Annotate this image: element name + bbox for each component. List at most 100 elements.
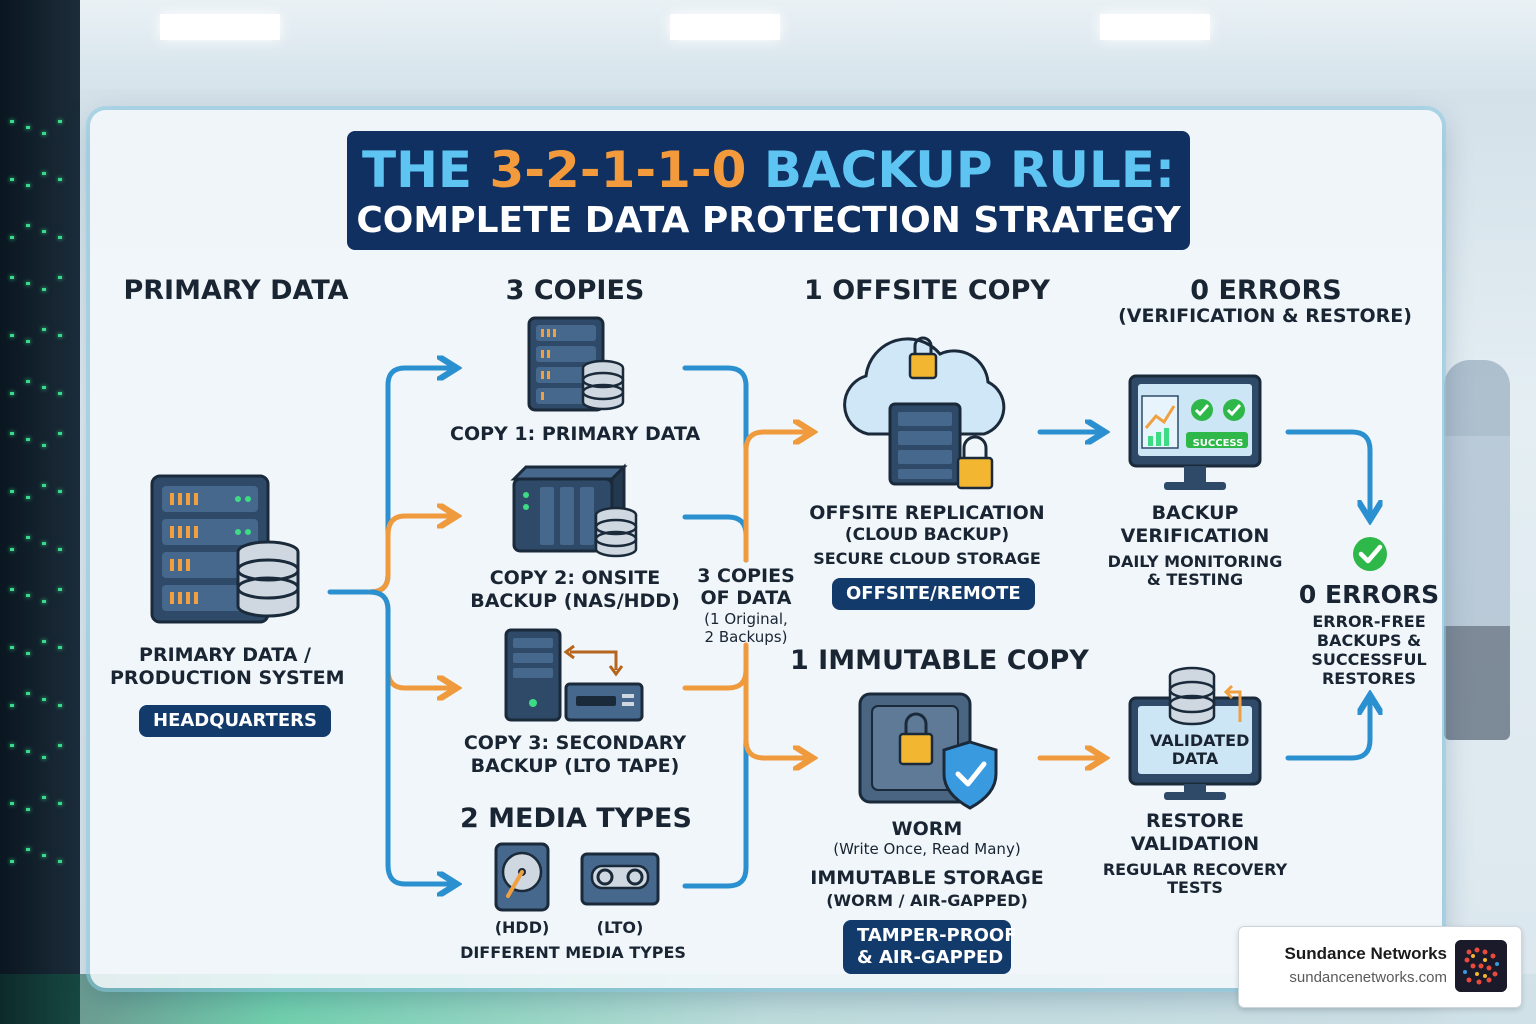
rack-light	[58, 276, 62, 279]
lto-tape-icon	[580, 852, 660, 906]
rack-light	[10, 744, 14, 747]
rack-light	[26, 184, 30, 187]
rack-light	[10, 588, 14, 591]
copies-summary-line1: 3 COPIES	[697, 565, 795, 587]
validated-line1: VALIDATED	[1150, 731, 1250, 750]
brand-card[interactable]: Sundance Networks sundancenetworks.com	[1238, 926, 1522, 1008]
ceiling-light	[160, 14, 280, 40]
validated-line2: DATA	[1171, 749, 1219, 768]
rack-light	[10, 802, 14, 805]
rack-light	[58, 802, 62, 805]
rack-light	[42, 640, 46, 643]
rack-light	[10, 236, 14, 239]
rack-light	[26, 808, 30, 811]
rack-light	[42, 132, 46, 135]
rack-light	[26, 594, 30, 597]
arrow-primary-to-media	[367, 589, 452, 884]
arrow-verification-to-result	[1285, 429, 1370, 515]
page-title: THE 3-2-1-1-0 BACKUP RULE:	[361, 141, 1176, 199]
rack-light	[58, 588, 62, 591]
rack-light	[10, 178, 14, 181]
rack-light	[10, 120, 14, 123]
bracket-media	[682, 647, 749, 889]
ceiling-light	[1100, 14, 1210, 40]
rack-light	[26, 126, 30, 129]
bracket-copy1	[682, 365, 749, 563]
brand-logo-icon	[1455, 940, 1507, 992]
arrow-primary-to-copy1	[327, 368, 452, 595]
offsite-badge: OFFSITE/REMOTE	[832, 578, 1035, 610]
restore-monitor-icon	[1128, 666, 1262, 800]
rack-light	[42, 230, 46, 233]
hdd-label: (HDD)	[494, 918, 550, 937]
rack-light	[58, 548, 62, 551]
rack-light	[42, 484, 46, 487]
result-header: 0 ERRORS	[1298, 580, 1440, 609]
rack-light	[58, 392, 62, 395]
verification-line3: DAILY MONITORING	[1107, 552, 1283, 571]
rack-light	[42, 288, 46, 291]
headquarters-badge: HEADQUARTERS	[139, 705, 331, 737]
rack-light	[10, 646, 14, 649]
lto-label: (LTO)	[596, 918, 644, 937]
rack-light	[42, 386, 46, 389]
arrow-primary-to-copy2	[367, 516, 452, 595]
rack-light	[10, 704, 14, 707]
rack-light	[42, 756, 46, 759]
offsite-line2: (CLOUD BACKUP)	[844, 525, 1010, 545]
restore-line1: RESTORE	[1145, 810, 1244, 832]
primary-server-icon	[150, 474, 300, 624]
vault-shield-icon	[858, 692, 998, 810]
rack-light	[26, 282, 30, 285]
errors-subheader: (VERIFICATION & RESTORE)	[1118, 305, 1412, 327]
rack-light	[58, 646, 62, 649]
copies-header: 3 COPIES	[505, 275, 645, 306]
rack-light	[26, 224, 30, 227]
rack-light	[42, 796, 46, 799]
copies-summary-line4: 2 Backups)	[704, 628, 788, 646]
rack-light	[58, 744, 62, 747]
offsite-line3: SECURE CLOUD STORAGE	[813, 549, 1041, 568]
primary-label-line1: PRIMARY DATA /	[139, 644, 311, 666]
rack-light	[10, 392, 14, 395]
page-subtitle: COMPLETE DATA PROTECTION STRATEGY	[356, 200, 1181, 241]
copy1-server-icon	[527, 316, 625, 412]
copy3-tape-icon	[504, 628, 644, 722]
immutable-header: 1 IMMUTABLE COPY	[790, 645, 1089, 676]
immutable-line3: IMMUTABLE STORAGE	[810, 867, 1044, 889]
immutable-line1: WORM	[891, 818, 963, 840]
title-accent: 3-2-1-1-0	[489, 141, 747, 199]
rack-light	[42, 328, 46, 331]
rack-light	[26, 848, 30, 851]
verification-line1: BACKUP	[1151, 502, 1239, 524]
rack-light	[58, 236, 62, 239]
rack-light	[26, 340, 30, 343]
rack-light	[58, 334, 62, 337]
errors-header: 0 ERRORS	[1190, 275, 1342, 306]
rack-light	[42, 854, 46, 857]
server-rack	[0, 0, 80, 1024]
verification-line4: & TESTING	[1146, 570, 1244, 589]
primary-label-line2: PRODUCTION SYSTEM	[110, 667, 345, 689]
primary-header: PRIMARY DATA	[123, 275, 349, 306]
copy2-nas-icon	[510, 463, 638, 558]
rack-light	[10, 860, 14, 863]
brand-name: Sundance Networks	[1284, 944, 1448, 963]
result-line4: RESTORES	[1321, 669, 1417, 688]
arrow-restore-to-result	[1285, 700, 1370, 761]
rack-light	[26, 536, 30, 539]
arrow-to-offsite	[743, 432, 808, 563]
rack-light	[10, 276, 14, 279]
copies-summary-line3: (1 Original,	[704, 610, 788, 628]
cloud-server-icon	[843, 336, 1006, 490]
rack-light	[58, 704, 62, 707]
restore-line2: VALIDATION	[1130, 833, 1260, 855]
media-header: 2 MEDIA TYPES	[460, 803, 692, 834]
immutable-line4: (WORM / AIR-GAPPED)	[826, 891, 1028, 910]
rack-light	[26, 438, 30, 441]
title-banner: THE 3-2-1-1-0 BACKUP RULE: COMPLETE DATA…	[347, 131, 1190, 250]
rack-light	[58, 432, 62, 435]
rack-light	[26, 652, 30, 655]
verification-line2: VERIFICATION	[1120, 525, 1270, 547]
result-line2: BACKUPS &	[1316, 631, 1422, 650]
